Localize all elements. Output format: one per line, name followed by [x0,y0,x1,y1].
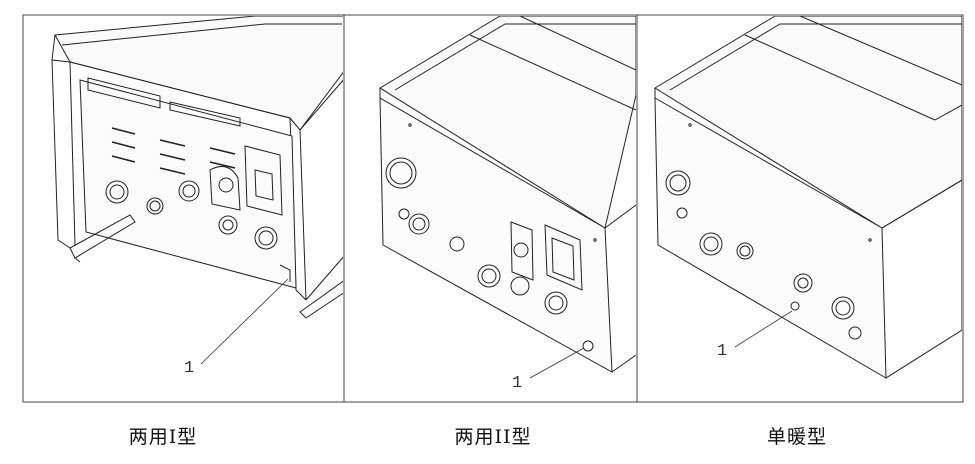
callout-label-2: 1 [512,374,522,393]
caption-type-3: 单暖型 [766,426,827,448]
callout-label-3: 1 [717,342,727,361]
caption-type-1: 两用I型 [128,426,198,448]
callout-label-1: 1 [184,359,194,378]
boiler-drawing-1 [51,16,343,365]
boiler-drawing-2 [379,16,636,379]
boiler-drawing-3 [654,16,962,379]
caption-type-2: 两用II型 [454,426,532,448]
